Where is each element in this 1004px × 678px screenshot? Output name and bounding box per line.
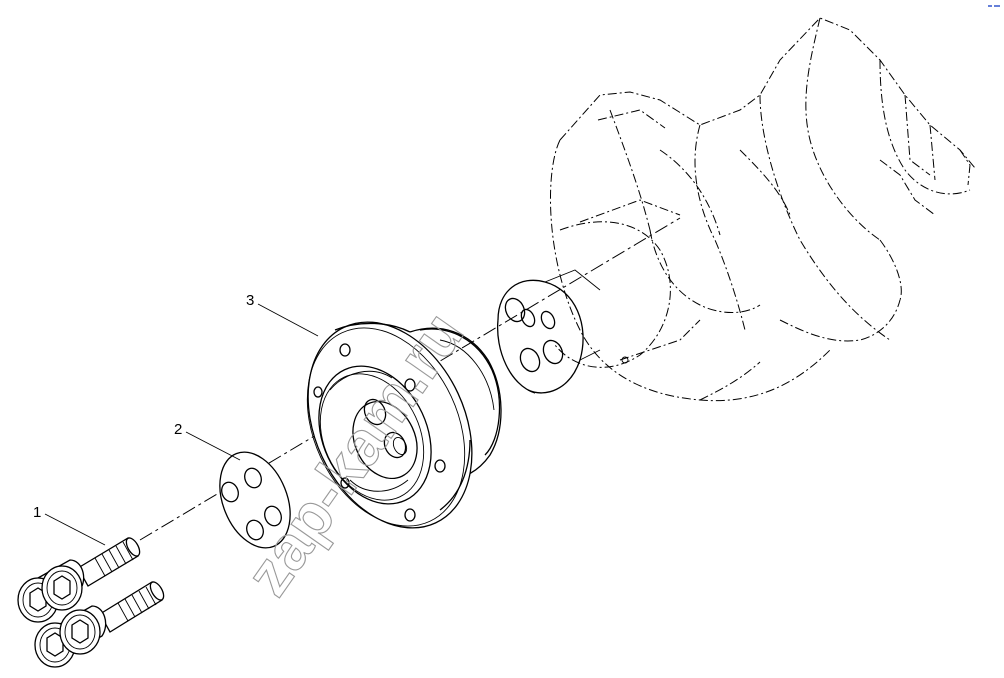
bolt-upper	[17, 537, 141, 623]
callout-2: 2	[174, 421, 241, 461]
callout-1: 1	[33, 504, 106, 546]
callout-3: 3	[246, 292, 319, 337]
callout-label-1: 1	[33, 504, 41, 521]
crankshaft-phantom	[549, 17, 976, 402]
washer-plate-part-2	[219, 451, 291, 549]
crankshaft-nose	[496, 269, 601, 394]
bolts-part-1	[17, 537, 165, 668]
bolt-lower	[34, 581, 165, 668]
callout-label-2: 2	[174, 421, 182, 438]
flange-hub-part-3	[306, 321, 502, 529]
callout-label-3: 3	[246, 292, 254, 309]
